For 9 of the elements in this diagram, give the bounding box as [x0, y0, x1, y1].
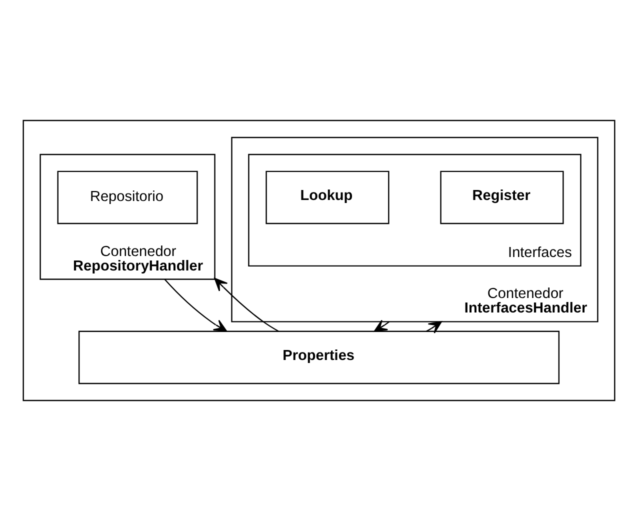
- node-box: Properties: [78, 330, 560, 384]
- arrow: [164, 278, 228, 332]
- arrow: [426, 320, 442, 334]
- node-box: Register: [440, 170, 564, 224]
- arrow: [374, 319, 390, 332]
- cluster: [22, 119, 616, 401]
- arrow: [214, 277, 279, 332]
- node-box: Lookup: [266, 170, 390, 224]
- node-box: Repositorio: [57, 170, 198, 224]
